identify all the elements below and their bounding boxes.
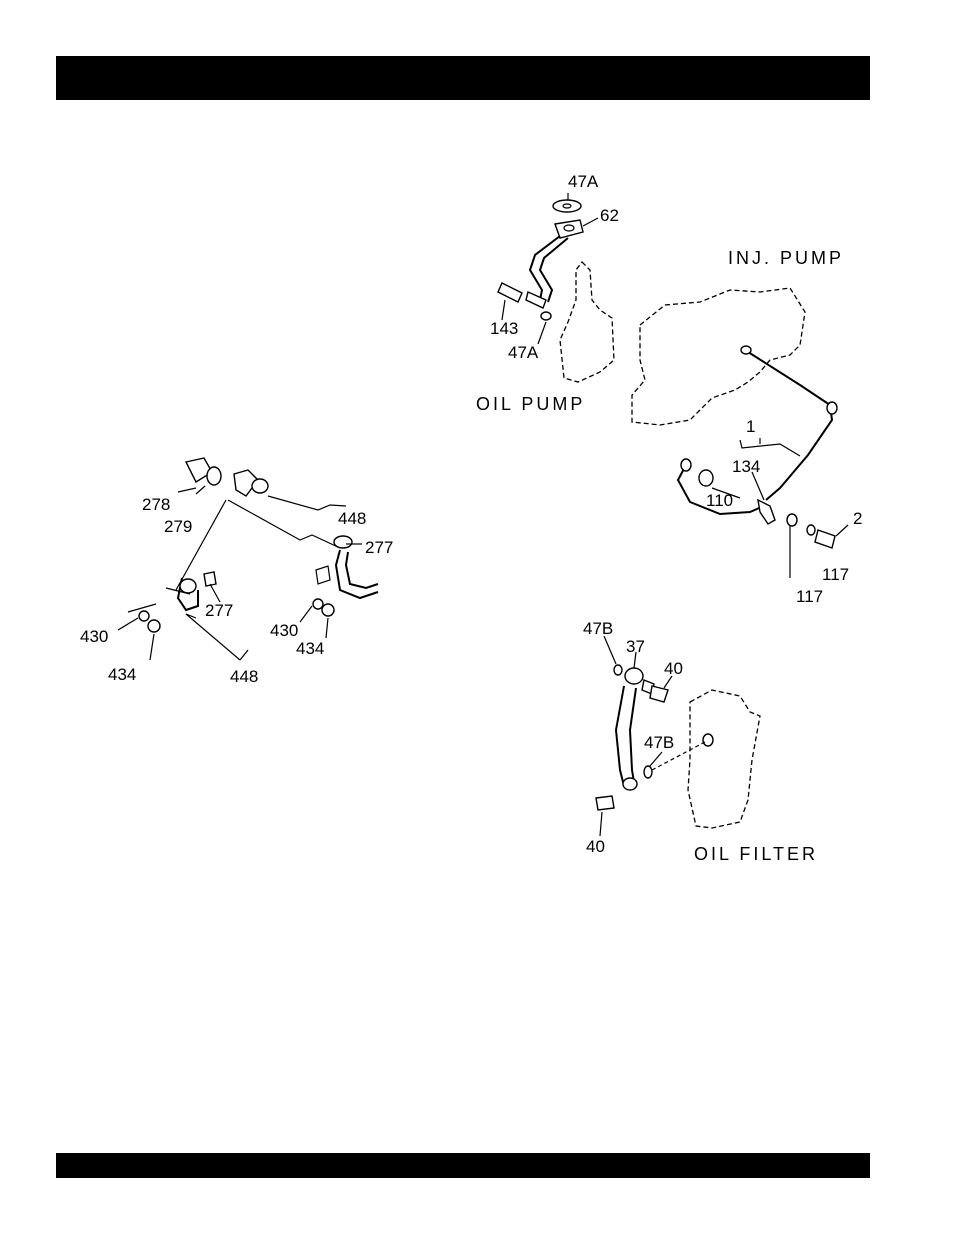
callout-47b-top: 47B [583,619,613,638]
callout-47a-bottom: 47A [508,343,539,362]
callout-1: 1 [746,417,755,436]
clamp-279 [207,467,221,485]
callout-430-left: 430 [80,627,108,646]
callout-62: 62 [600,206,619,225]
callout-47a-top: 47A [568,172,599,191]
cap-110 [699,470,713,486]
callout-277-b: 277 [205,601,233,620]
washer-47a-bottom [541,312,551,320]
callout-277-a: 277 [365,538,393,557]
oring-47b-mid [644,766,652,778]
cooler-pipes-group: 278 279 448 277 277 430 434 448 430 434 [80,458,393,686]
tee-134 [758,500,775,524]
inj-pump-outline [632,288,805,425]
callout-117-a: 117 [822,565,849,584]
oil-pump-group: 47A 62 143 47A OIL PUMP [476,172,619,414]
washer-430-left [139,611,149,621]
caption-oil-filter: OIL FILTER [694,844,818,864]
banjo-37 [625,668,643,684]
callout-2: 2 [853,509,862,528]
washer-117-a [787,514,797,526]
banjo-bolt-143 [498,283,522,302]
callout-40-top: 40 [664,659,683,678]
callout-143: 143 [490,319,518,338]
caption-oil-pump: OIL PUMP [476,394,585,414]
gasket-47a-top [553,200,581,212]
inj-pump-group: INJ. PUMP 1 134 110 2 117 117 [632,248,862,606]
oring-47b-top [614,665,622,675]
bolt-2 [815,530,835,548]
bolt-40-top [650,686,668,702]
caption-inj-pump: INJ. PUMP [728,248,844,268]
flange-277-right [334,536,352,548]
callout-448-bottom: 448 [230,667,258,686]
flange-62 [555,220,583,238]
oil-filter-group: 47B 37 40 47B 40 OIL FILTER [583,619,818,864]
callout-47b-mid: 47B [644,733,674,752]
callout-434-left: 434 [108,665,136,684]
callout-134: 134 [732,457,760,476]
callout-40-bottom: 40 [586,837,605,856]
washer-430-right [313,599,323,609]
callout-117-b: 117 [796,587,823,606]
bolt-40-bottom [596,796,614,810]
callout-434-right: 434 [296,639,324,658]
callout-430-right: 430 [270,621,298,640]
oil-filter-outline [688,690,760,828]
callout-448-top: 448 [338,509,366,528]
washer-117-b [807,525,815,535]
flange-277-left [204,572,216,586]
oil-pump-outline [560,262,614,382]
callout-278: 278 [142,495,170,514]
nut-434-left [148,620,160,632]
nut-434-right [322,604,334,616]
callout-110: 110 [706,491,733,510]
callout-37: 37 [626,637,645,656]
callout-279: 279 [164,517,192,536]
